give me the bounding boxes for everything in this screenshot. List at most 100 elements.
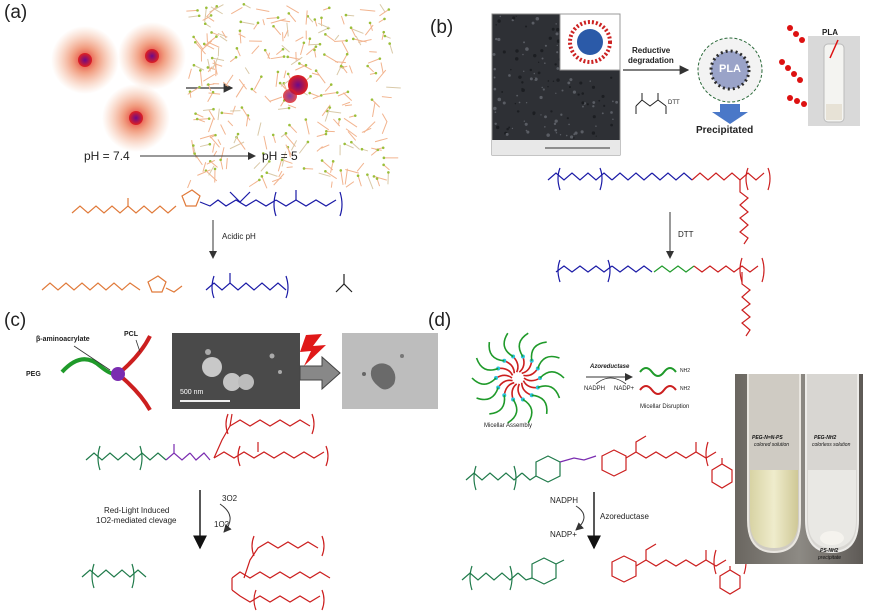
oxygen-cycle-arrow (219, 503, 232, 533)
polymer-fragment (203, 108, 214, 111)
polymer-fragment (212, 57, 225, 62)
polymer-fragment (211, 31, 220, 36)
sem-grain (539, 95, 543, 100)
polymer-fragment (318, 22, 331, 29)
polymer-fragment (305, 119, 310, 135)
polymer-fragment (207, 66, 213, 73)
sem-grain (573, 137, 575, 139)
polymer-end-dot (376, 148, 380, 152)
polymer-end-dot (220, 111, 224, 115)
polymer-fragment (374, 137, 388, 143)
sem-grain (589, 80, 591, 82)
sem-grain (615, 100, 619, 104)
polymer-fragment (381, 121, 388, 135)
polymer-fragment (257, 122, 262, 136)
polymer-fragment (316, 146, 323, 152)
polymer-end-dot (280, 158, 284, 162)
polymer-fragment (359, 9, 376, 12)
polymer-fragment (217, 108, 220, 121)
polymer-end-dot (382, 163, 385, 167)
polymer-fragment (206, 159, 216, 165)
sem-grain (532, 111, 536, 115)
polymer-end-dot (235, 47, 239, 50)
polymer-fragment (316, 133, 327, 137)
sem-grain (494, 111, 497, 114)
polymer-fragment (284, 134, 296, 147)
polymer-end-dot (343, 142, 346, 146)
polymer-fragment (321, 144, 330, 149)
sem-grain (515, 49, 519, 53)
polymer-fragment (348, 65, 353, 74)
polymer-fragment (325, 170, 337, 180)
polymer-fragment (341, 41, 349, 54)
polymer-fragment (305, 10, 308, 25)
polymer-fragment (372, 101, 376, 118)
polymer-end-dot (238, 29, 242, 33)
sem-grain (525, 129, 528, 132)
polymer-end-dot (242, 2, 246, 6)
sem-grain (556, 44, 558, 47)
sem-grain (542, 88, 545, 91)
polymer-fragment (217, 139, 222, 146)
sem-grain (548, 36, 552, 40)
sem-grain (547, 86, 549, 88)
polymer-fragment (202, 16, 209, 21)
pla-particle (697, 37, 763, 103)
sem-grain (553, 122, 557, 126)
polymer-end-dot (192, 63, 196, 67)
sem-grain (580, 130, 584, 134)
polymer-fragment (222, 81, 229, 87)
polymer-fragment (227, 120, 234, 127)
polymer-end-dot (323, 53, 326, 56)
polymer-end-dot (360, 147, 364, 151)
polymer-fragment (315, 70, 326, 84)
sem-grain (610, 123, 613, 127)
sem-grain (494, 122, 497, 125)
polymer-end-dot (302, 167, 306, 170)
polymer-fragment (269, 96, 283, 102)
polymer-end-dot (351, 37, 355, 41)
polymer-fragment (186, 9, 198, 12)
polymer-end-dot (287, 12, 291, 15)
polymer-fragment (363, 121, 376, 134)
polymer-fragment (340, 65, 348, 69)
polymer-fragment (324, 107, 331, 122)
polymer-fragment (207, 91, 214, 102)
sem-grain (493, 106, 497, 111)
tube-right-label-2: colorless solution (812, 442, 851, 448)
sem-grain (577, 93, 580, 96)
ph-left-label: pH = 7.4 (84, 149, 130, 163)
panel-d-graphics (461, 332, 863, 595)
polymer-end-dot (335, 91, 339, 94)
sem-grain (554, 128, 558, 132)
tube-left-label-2: colored solution (754, 442, 790, 448)
peg-label: PEG (26, 371, 41, 378)
sem-grain (521, 87, 523, 90)
structure-a-products (41, 273, 353, 299)
sem-grain (556, 27, 560, 32)
ps-block (522, 380, 538, 389)
sem-grain (514, 102, 517, 105)
polymer-fragment (324, 84, 332, 92)
ps-block (498, 367, 514, 376)
polymer-fragment (204, 36, 217, 47)
pcl-label: PCL (124, 331, 138, 338)
polymer-fragment (307, 15, 314, 23)
sem-grain (574, 131, 578, 135)
polymer-fragment (187, 86, 200, 95)
red-light-icon (300, 334, 326, 366)
polymer-fragment (221, 30, 227, 39)
polymer-fragment (303, 167, 314, 170)
polymer-fragment (325, 33, 335, 42)
polymer-fragment (287, 104, 297, 109)
polymer-fragment (358, 39, 372, 43)
polymer-end-dot (282, 55, 286, 58)
structure-a-reactant (71, 189, 343, 217)
polymer-end-dot (381, 146, 385, 150)
polymer-fragment (279, 82, 287, 90)
sem-grain (586, 103, 589, 106)
acidic-ph-label: Acidic pH (222, 232, 256, 241)
polymer-end-dot (198, 85, 201, 89)
polymer-fragment (298, 141, 309, 154)
